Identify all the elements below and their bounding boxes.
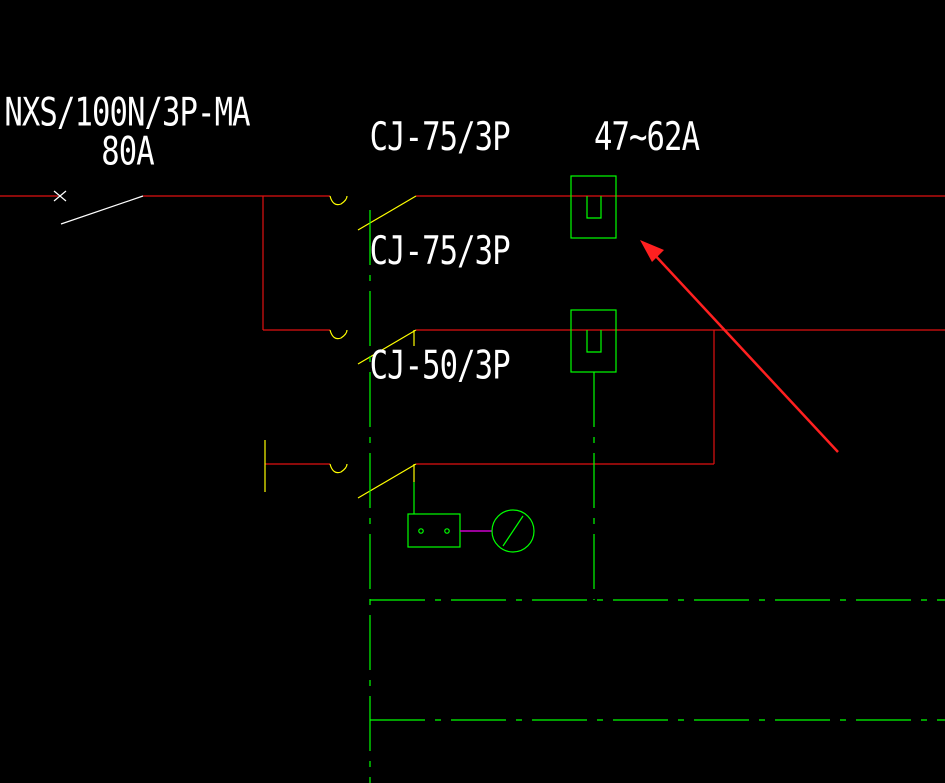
terminal-block (407, 513, 461, 548)
terminal-box (407, 513, 461, 548)
labels: NXS/100N/3P-MA 80A CJ-75/3P 47~62A CJ-75… (4, 90, 700, 389)
arrow-head (640, 240, 664, 262)
overload-relay-1 (570, 175, 617, 239)
relay-1-box (570, 175, 617, 239)
main-breaker-symbol (53, 190, 144, 225)
contact-1-blade (357, 195, 417, 231)
overload-range-label: 47~62A (594, 114, 700, 160)
contactor-2-label: CJ-75/3P (370, 228, 510, 274)
meter-symbol (491, 509, 535, 553)
relay-1-element (586, 196, 602, 219)
meter-circle (491, 509, 535, 553)
annotation-arrow (640, 240, 839, 453)
contactor-3-label: CJ-50/3P (370, 343, 510, 389)
contactor-1-label: CJ-75/3P (370, 114, 510, 160)
relay-2-element (586, 330, 602, 353)
control-wiring (369, 210, 945, 783)
contact-1-hook (329, 195, 348, 206)
relay-2-box (570, 309, 617, 373)
contactor-contacts (264, 195, 417, 499)
arrow-shaft (651, 251, 839, 453)
power-wiring (0, 195, 945, 465)
meter-needle (502, 515, 524, 547)
contact-2-blade (357, 329, 417, 365)
overload-relay-2 (570, 309, 617, 373)
terminal-dot-1 (418, 528, 424, 534)
main-breaker-model-label: NXS/100N/3P-MA (4, 90, 250, 136)
main-breaker-rating-label: 80A (101, 129, 154, 175)
terminal-dot-2 (444, 528, 450, 534)
breaker-x-mark-2 (53, 190, 67, 202)
contact-3-blade (357, 463, 417, 499)
breaker-blade (60, 195, 144, 225)
contact-3-hook (329, 463, 348, 474)
contact-2-hook (329, 329, 348, 340)
